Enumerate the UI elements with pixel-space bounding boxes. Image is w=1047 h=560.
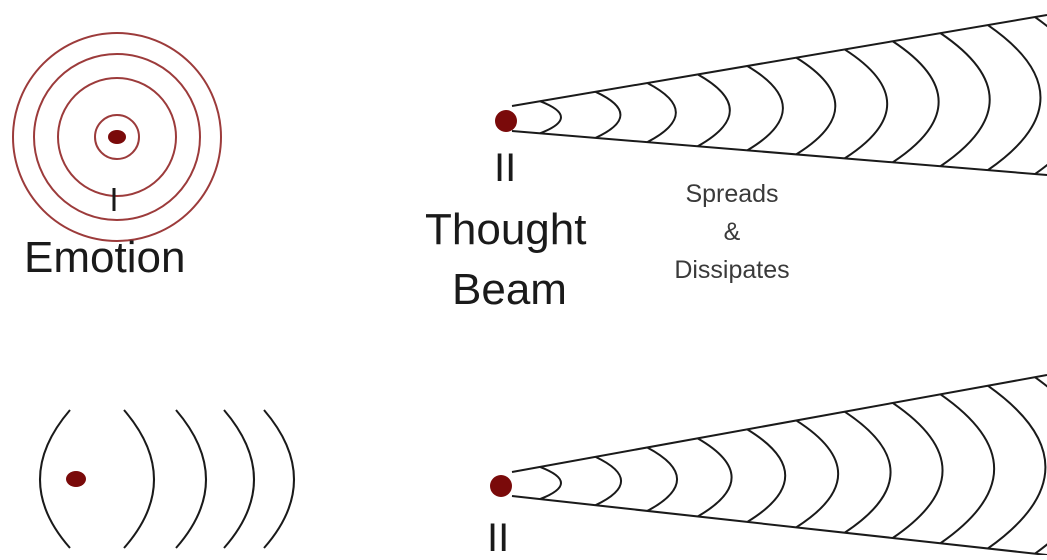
beam-wavefront [987,24,1042,171]
beam-wavefront [892,402,944,539]
directional-wavefront [223,409,255,549]
emotion-ring [94,114,140,160]
beam-wavefront [646,446,678,512]
spreads-note-line3: Dissipates [674,256,790,284]
beam-wavefront [844,48,889,160]
emotion-label: Emotion [24,233,186,282]
emotion-radiation-group [12,32,222,242]
emotion-directional-group [39,409,295,549]
directional-wavefront [123,409,155,549]
beam-wavefront [844,410,892,534]
directional-wavefront [39,409,71,549]
thought-numeral: II [494,146,517,190]
beam-source-dot [490,475,512,497]
beam-wavefront [892,40,940,164]
directional-wavefront [263,409,295,549]
beam-edge-lower [511,495,1047,555]
thought-beam-top [495,14,1047,176]
spreads-note-line1: Spreads [685,180,779,208]
thought-label-line2: Beam [452,265,567,314]
directional-source-dot [66,471,86,487]
beam-edge-upper [511,14,1047,107]
beam-wavefront [746,65,784,152]
spreads-note-line2: & [723,218,741,246]
emotion-ring [57,77,177,197]
beam-wavefront [746,428,786,523]
beam-edge-lower [511,130,1047,176]
beam-wavefront [595,455,623,507]
thought-beam-bottom [490,374,1047,555]
emotion-source-dot [108,130,126,144]
beam-wavefront [539,465,562,501]
beam-wavefront [987,384,1047,550]
beam-wavefront [939,393,995,545]
bottom-beam-numeral: II [487,516,510,560]
beam-wavefront [646,82,677,144]
beam-wavefront [795,56,837,156]
emotion-ring [12,32,222,242]
beam-wavefront [539,100,562,135]
beam-wavefront [939,32,991,168]
directional-wavefront [175,409,207,549]
beam-edge-upper [511,374,1047,473]
beam-wavefront [697,73,731,148]
beam-wavefront [595,90,622,139]
beam-wavefront [697,437,733,518]
spreads-note: Spreads & Dissipates [652,175,812,289]
emotion-ring [33,53,201,221]
beam-source-dot [495,110,517,132]
thought-label-line1: Thought [425,205,587,254]
beam-wavefront [795,419,839,529]
